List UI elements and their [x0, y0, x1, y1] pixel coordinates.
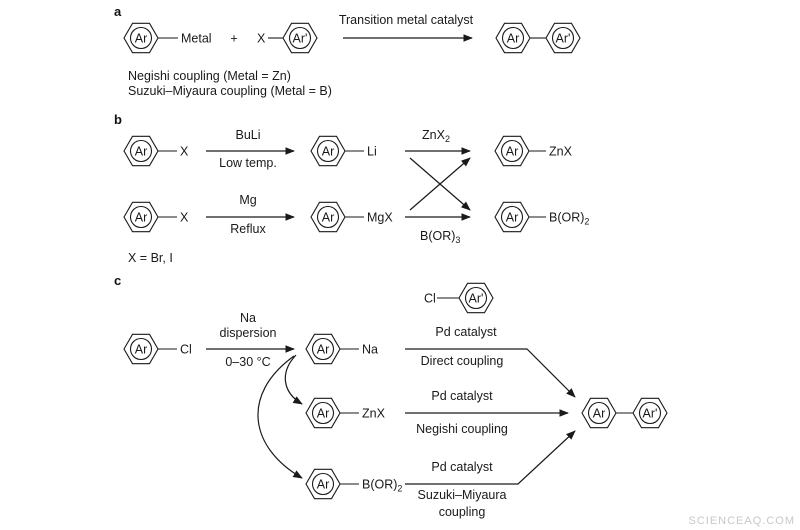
substituent-x: X [257, 32, 266, 46]
route1-catalyst: Pd catalyst [435, 325, 497, 339]
reagent-dispersion: dispersion [220, 326, 277, 340]
reagent-mg: Mg [239, 193, 256, 207]
route3-name-line1: Suzuki–Miyaura [418, 488, 507, 502]
ring-label-ar-prime: Ar' [643, 407, 658, 421]
ring-label-ar: Ar [317, 478, 330, 492]
reagent-bor3: B(OR)3 [420, 229, 460, 245]
substituent-x: X [180, 145, 189, 159]
ring-label-ar-prime: Ar' [556, 32, 571, 46]
curved-arrow-to-boron [257, 355, 303, 479]
substituent-cl: Cl [180, 343, 192, 357]
substituent-bor2: B(OR)2 [549, 211, 589, 227]
reagent-buli: BuLi [235, 128, 260, 142]
substituent-znx: ZnX [549, 145, 573, 159]
substituent-metal: Metal [181, 32, 212, 46]
ring-label-ar: Ar [322, 211, 335, 225]
substituent-mgx: MgX [367, 211, 393, 225]
note-negishi: Negishi coupling (Metal = Zn) [128, 69, 291, 83]
route1-name: Direct coupling [421, 354, 504, 368]
ring-label-ar: Ar [135, 343, 148, 357]
panel-b-label: b [114, 112, 122, 127]
reagent-znx2: ZnX2 [422, 128, 450, 144]
curved-arrow-to-zinc [284, 354, 303, 405]
substituent-x: X [180, 211, 189, 225]
ring-label-ar-prime: Ar' [469, 292, 484, 306]
ring-label-ar: Ar [507, 32, 520, 46]
reagent-na: Na [240, 311, 256, 325]
route3-name-line2: coupling [439, 505, 486, 519]
panel-a-label: a [114, 4, 122, 19]
ring-label-ar: Ar [322, 145, 335, 159]
route-arrow-direct [405, 348, 576, 398]
ring-label-ar-prime: Ar' [293, 32, 308, 46]
plus-sign: + [230, 32, 237, 46]
ring-label-ar: Ar [317, 343, 330, 357]
ring-label-ar: Ar [593, 407, 606, 421]
substituent-na: Na [362, 343, 378, 357]
ring-label-ar: Ar [135, 145, 148, 159]
watermark: SCIENCEAQ.COM [688, 515, 795, 527]
condition-low-temp: Low temp. [219, 156, 277, 170]
panel-c-label: c [114, 273, 121, 288]
condition-temperature: 0–30 °C [225, 355, 270, 369]
route2-catalyst: Pd catalyst [431, 389, 493, 403]
substituent-li: Li [367, 145, 377, 159]
ring-label-ar: Ar [135, 211, 148, 225]
ring-label-ar: Ar [506, 145, 519, 159]
route2-name: Negishi coupling [416, 422, 508, 436]
ring-label-ar: Ar [506, 211, 519, 225]
partner-substituent-cl: Cl [424, 292, 436, 306]
condition-reflux: Reflux [230, 222, 266, 236]
substituent-bor2: B(OR)2 [362, 478, 402, 494]
route-arrow-suzuki [405, 430, 576, 485]
note-halide: X = Br, I [128, 251, 173, 265]
substituent-znx: ZnX [362, 407, 386, 421]
cross-arrow [409, 157, 471, 211]
ring-label-ar: Ar [135, 32, 148, 46]
ring-label-ar: Ar [317, 407, 330, 421]
arrow-label-catalyst: Transition metal catalyst [339, 13, 474, 27]
note-suzuki: Suzuki–Miyaura coupling (Metal = B) [128, 84, 332, 98]
route3-catalyst: Pd catalyst [431, 460, 493, 474]
